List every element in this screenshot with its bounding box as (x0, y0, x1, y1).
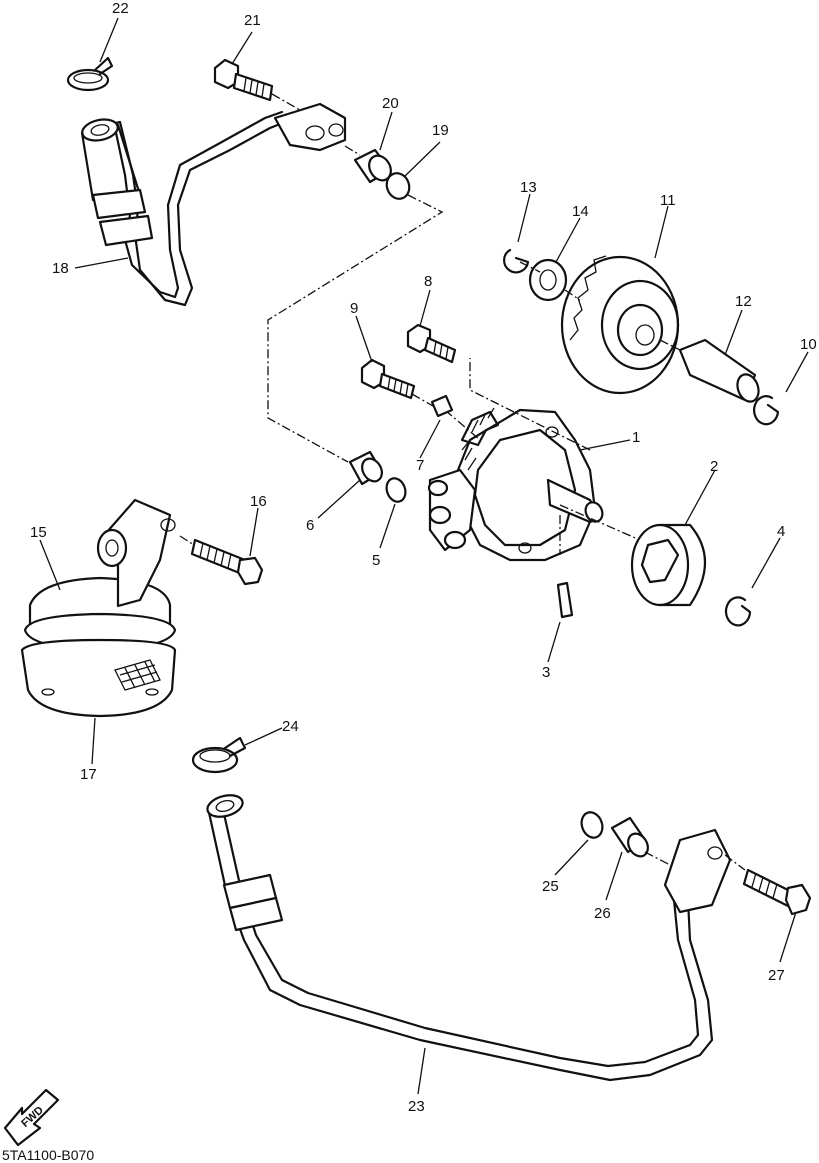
part-22-hose-clamp (66, 56, 114, 92)
part-17-strainer-screen (20, 638, 177, 718)
part-15-strainer-cover (23, 498, 177, 654)
callout-1: 1 (632, 429, 640, 446)
callout-12: 12 (735, 293, 752, 310)
callout-22: 22 (112, 0, 129, 17)
callout-labels: 22 21 20 19 18 13 14 11 12 10 8 9 1 2 4 … (30, 0, 817, 1115)
part-23-oil-return-pipe (206, 794, 732, 1082)
part-7-dowel-pin (430, 394, 454, 418)
part-8-bolt (406, 323, 457, 364)
callout-24: 24 (282, 718, 299, 735)
callout-26: 26 (594, 905, 611, 922)
leader-line (411, 393, 441, 411)
part-9-bolt (360, 358, 416, 400)
callout-6: 6 (306, 517, 314, 534)
part-19-o-ring (385, 172, 411, 200)
callout-23: 23 (408, 1098, 425, 1115)
leader-line (271, 93, 301, 111)
part-27-bolt (742, 868, 812, 916)
callout-7: 7 (416, 457, 424, 474)
callout-15: 15 (30, 524, 47, 541)
part-2-oil-pump-rotor (630, 523, 707, 607)
assembly-line (267, 145, 444, 463)
callout-14: 14 (572, 203, 589, 220)
part-20-collar (353, 148, 392, 184)
callout-leaders (39, 17, 809, 1095)
part-10-circlip (753, 395, 780, 426)
assembly-line (444, 358, 641, 555)
callout-20: 20 (382, 95, 399, 112)
leader-line (644, 851, 746, 871)
callout-21: 21 (244, 12, 261, 29)
part-5-o-ring (385, 477, 407, 503)
callout-11: 11 (660, 192, 676, 209)
part-13-clip (503, 248, 530, 274)
callout-13: 13 (520, 179, 537, 196)
part-21-bolt (213, 58, 274, 102)
fwd-arrow-icon (3, 1088, 60, 1147)
part-26-collar (610, 816, 649, 858)
part-18-oil-delivery-pipe (80, 102, 347, 307)
part-25-o-ring (580, 811, 604, 839)
callout-9: 9 (350, 300, 358, 317)
leader-line (659, 339, 681, 351)
callout-19: 19 (432, 122, 449, 139)
part-1-oil-pump-assembly (427, 407, 604, 562)
diagram-code: 5TA1100-B070 (2, 1147, 94, 1163)
callout-17: 17 (80, 766, 97, 783)
leader-line (519, 261, 581, 301)
part-4-circlip (724, 596, 752, 627)
callout-16: 16 (250, 493, 267, 510)
callout-4: 4 (777, 523, 785, 540)
part-24-hose-clamp (191, 736, 247, 774)
callout-2: 2 (710, 458, 718, 475)
part-14-washer (528, 258, 568, 302)
callout-3: 3 (542, 664, 550, 681)
part-3-pin (556, 581, 574, 619)
callout-8: 8 (424, 273, 432, 290)
part-16-bolt (190, 538, 264, 586)
leader-line (179, 535, 195, 546)
part-11-driven-gear (560, 255, 680, 395)
part-12-shaft (678, 338, 760, 403)
callout-5: 5 (372, 552, 380, 569)
callout-18: 18 (52, 260, 69, 277)
callout-25: 25 (542, 878, 559, 895)
callout-27: 27 (768, 967, 785, 984)
part-6-collar (348, 450, 384, 486)
callout-10: 10 (800, 336, 817, 353)
